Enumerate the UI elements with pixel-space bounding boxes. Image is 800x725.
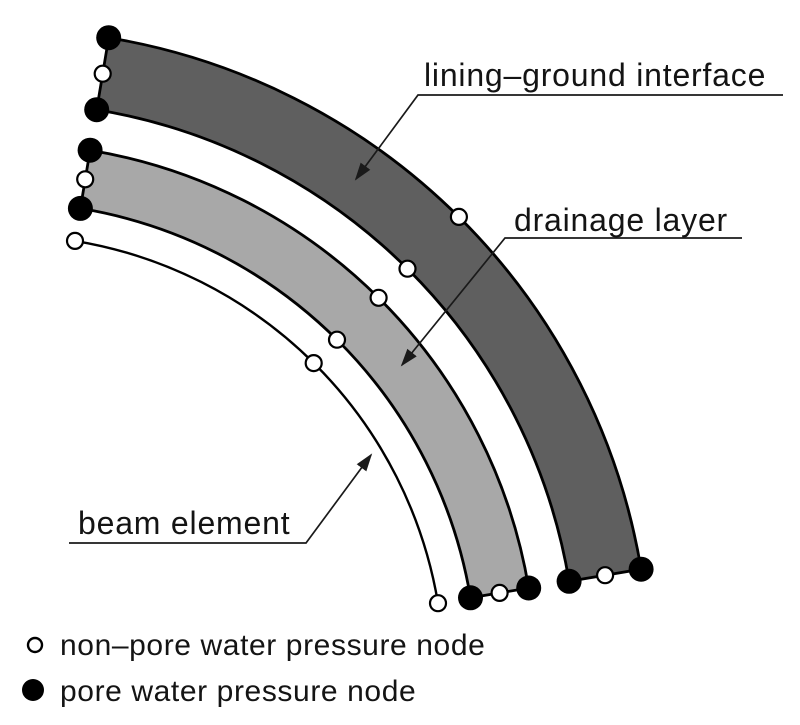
label-lining-ground-interface: lining–ground interface <box>354 57 783 181</box>
pore-water-pressure-node <box>96 25 122 51</box>
legend-non-pore-label: non–pore water pressure node <box>60 629 485 662</box>
non-pore-water-pressure-node <box>490 583 509 603</box>
pore-water-pressure-node <box>77 137 103 163</box>
non-pore-water-pressure-node <box>93 64 112 83</box>
lining-ground-interface-leader-arrow <box>354 94 783 181</box>
pore-water-pressure-node <box>628 556 654 582</box>
lining-ground-interface-label: lining–ground interface <box>424 57 766 93</box>
non-pore-water-pressure-node <box>428 594 448 613</box>
beam-element-label: beam element <box>78 505 290 541</box>
drainage-layer-label: drainage layer <box>514 202 728 238</box>
non-pore-water-pressure-node <box>369 288 388 307</box>
legend-pore-label: pore water pressure node <box>60 675 416 708</box>
label-drainage-layer: drainage layer <box>400 202 742 367</box>
non-pore-water-pressure-node-icon <box>26 636 44 654</box>
beam-element-leader-arrow <box>69 453 373 544</box>
arc-layers <box>65 25 654 613</box>
pore-water-pressure-node-icon <box>22 679 44 701</box>
non-pore-water-pressure-node <box>76 170 95 189</box>
label-beam-element: beam element <box>69 453 373 544</box>
pore-water-pressure-node <box>556 568 582 594</box>
non-pore-water-pressure-node <box>327 330 347 349</box>
non-pore-water-pressure-node <box>398 259 417 278</box>
drainage-layer-leader-arrow <box>400 237 742 367</box>
pore-water-pressure-node <box>84 97 110 123</box>
pore-water-pressure-node <box>458 585 483 611</box>
legend: non–pore water pressure node pore water … <box>22 629 485 708</box>
non-pore-water-pressure-node <box>304 354 323 373</box>
pore-water-pressure-node <box>67 195 93 221</box>
non-pore-water-pressure-node <box>595 566 615 585</box>
non-pore-water-pressure-node <box>449 207 468 226</box>
non-pore-water-pressure-node <box>65 231 85 250</box>
pore-water-pressure-node <box>516 575 542 601</box>
